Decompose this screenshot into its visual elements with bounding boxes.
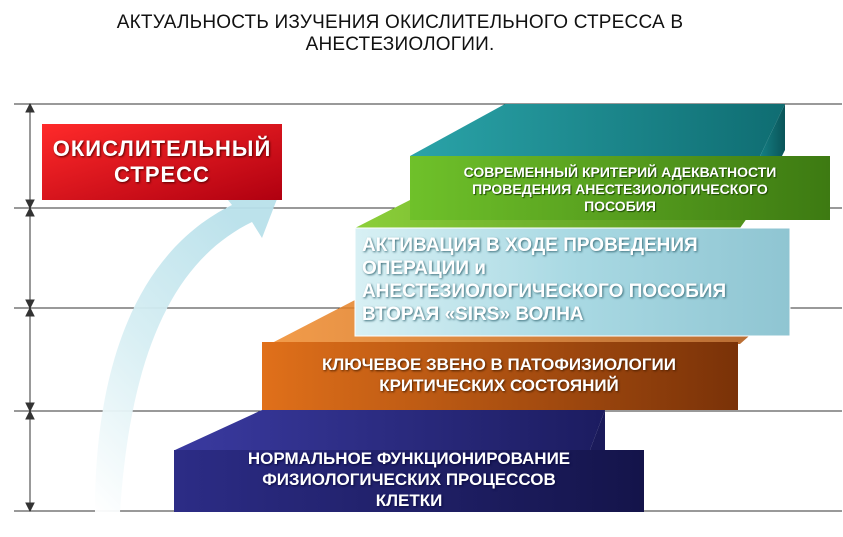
blue-step-line-3: КЛЕТКИ xyxy=(375,490,443,510)
slide-title-line-2: АНЕСТЕЗИОЛОГИИ. xyxy=(305,34,495,55)
orange-step-label: КЛЮЧЕВОЕ ЗВЕНО В ПАТОФИЗИОЛОГИИ КРИТИЧЕС… xyxy=(262,344,736,406)
orange-step-line-2: КРИТИЧЕСКИХ СОСТОЯНИЙ xyxy=(379,376,619,395)
blue-step-line-2: ФИЗИОЛОГИЧЕСКИХ ПРОЦЕССОВ xyxy=(262,469,556,489)
rising-arrow xyxy=(95,186,282,512)
dimension-arrows xyxy=(25,102,35,513)
cyan-step-line-2: ОПЕРАЦИИ и xyxy=(362,258,486,279)
oxidative-stress-line-1: ОКИСЛИТЕЛЬНЫЙ xyxy=(52,136,272,161)
orange-step-front xyxy=(262,342,738,410)
green-step-front xyxy=(410,156,830,220)
oxidative-stress-line-2: СТРЕСС xyxy=(114,162,210,187)
navy-step-front xyxy=(174,450,644,512)
oxidative-stress-box xyxy=(42,124,282,200)
slide-title-line-1: АКТУАЛЬНОСТЬ ИЗУЧЕНИЯ ОКИСЛИТЕЛЬНОГО СТР… xyxy=(116,12,684,33)
green-step-line-1: СОВРЕМЕННЫЙ КРИТЕРИЙ АДЕКВАТНОСТИ xyxy=(463,163,777,180)
orange-step-line-1: КЛЮЧЕВОЕ ЗВЕНО В ПАТОФИЗИОЛОГИИ xyxy=(322,355,676,374)
cyan-step-line-3: АНЕСТЕЗИОЛОГИЧЕСКОГО ПОСОБИЯ xyxy=(362,281,727,302)
blue-step-line-1: НОРМАЛЬНОЕ ФУНКЦИОНИРОВАНИЕ xyxy=(247,448,571,468)
cyan-step-panel xyxy=(354,227,791,337)
blue-step-label: НОРМАЛЬНОЕ ФУНКЦИОНИРОВАНИЕ ФИЗИОЛОГИЧЕС… xyxy=(174,448,644,510)
slide-title: АКТУАЛЬНОСТЬ ИЗУЧЕНИЯ ОКИСЛИТЕЛЬНОГО СТР… xyxy=(40,12,760,56)
orange-step-top-face xyxy=(175,410,605,450)
green-step-line-3: ПОСОБИЯ xyxy=(584,197,656,214)
cyan-step-line-1: АКТИВАЦИЯ В ХОДЕ ПРОВЕДЕНИЯ xyxy=(362,235,698,256)
green-step-label: СОВРЕМЕННЫЙ КРИТЕРИЙ АДЕКВАТНОСТИ ПРОВЕД… xyxy=(410,158,830,220)
teal-step-top-face xyxy=(410,104,785,156)
green-step-line-2: ПРОВЕДЕНИЯ АНЕСТЕЗИОЛОГИЧЕСКОГО xyxy=(472,180,768,197)
oxidative-stress-label: ОКИСЛИТЕЛЬНЫЙ СТРЕСС xyxy=(44,126,280,198)
cyan-step-label: АКТИВАЦИЯ В ХОДЕ ПРОВЕДЕНИЯ ОПЕРАЦИИ и А… xyxy=(362,232,786,328)
cyan-step-line-4: ВТОРАЯ «SIRS» ВОЛНА xyxy=(362,304,584,325)
